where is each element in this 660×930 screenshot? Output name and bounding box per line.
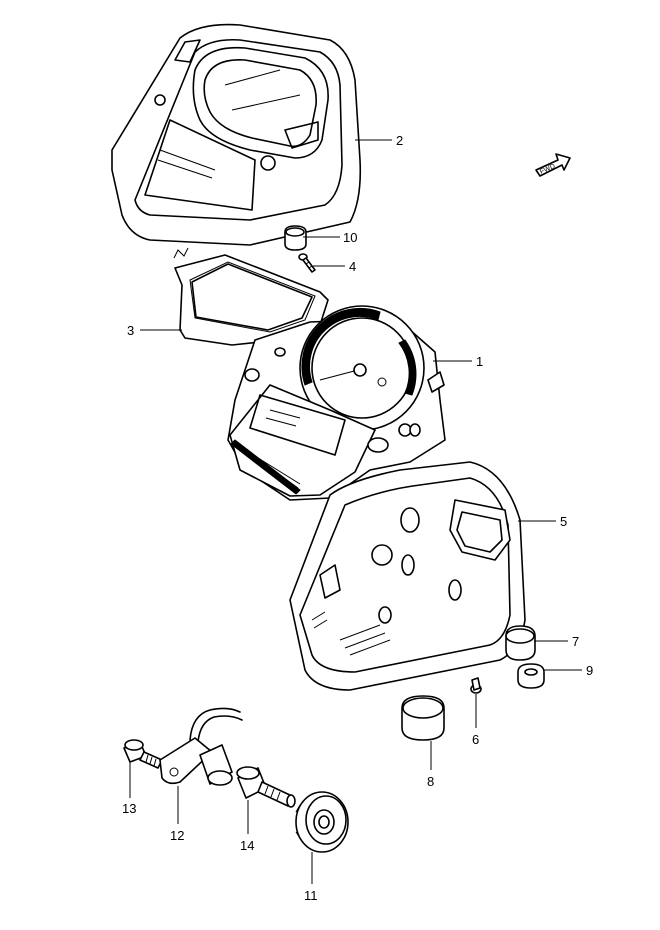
callout-9: 9 bbox=[586, 663, 593, 678]
fwd-label: FWD bbox=[539, 163, 556, 176]
forward-arrow-icon: FWD bbox=[535, 153, 571, 177]
callout-10: 10 bbox=[343, 230, 357, 245]
callout-6: 6 bbox=[472, 732, 479, 747]
callout-labels: 2 10 4 3 1 5 7 9 6 8 13 12 14 11 bbox=[122, 133, 593, 903]
callout-1: 1 bbox=[476, 354, 483, 369]
callout-4: 4 bbox=[349, 259, 356, 274]
part-1-speedometer-assembly bbox=[227, 305, 446, 501]
part-11-drive-gear bbox=[295, 791, 349, 853]
part-10-grommet bbox=[284, 225, 307, 251]
part-12-speed-sensor bbox=[159, 707, 243, 786]
part-8-grommet bbox=[401, 695, 445, 741]
part-4-screw bbox=[298, 253, 316, 273]
part-7-grommet bbox=[505, 625, 536, 661]
callout-14: 14 bbox=[240, 838, 254, 853]
part-6-screw bbox=[470, 677, 482, 694]
callout-11: 11 bbox=[304, 888, 318, 903]
callout-2: 2 bbox=[396, 133, 403, 148]
callout-7: 7 bbox=[572, 634, 579, 649]
part-2-meter-cover bbox=[111, 23, 362, 246]
leader-lines bbox=[129, 139, 582, 884]
part-5-meter-case bbox=[289, 461, 526, 691]
callout-3: 3 bbox=[127, 323, 134, 338]
part-14-bolt bbox=[236, 766, 296, 808]
part-13-bolt bbox=[123, 739, 163, 769]
part-9-collar bbox=[517, 663, 545, 689]
callout-12: 12 bbox=[170, 828, 184, 843]
callout-5: 5 bbox=[560, 514, 567, 529]
callout-8: 8 bbox=[427, 774, 434, 789]
callout-13: 13 bbox=[122, 801, 136, 816]
part-3-lens bbox=[173, 247, 329, 346]
